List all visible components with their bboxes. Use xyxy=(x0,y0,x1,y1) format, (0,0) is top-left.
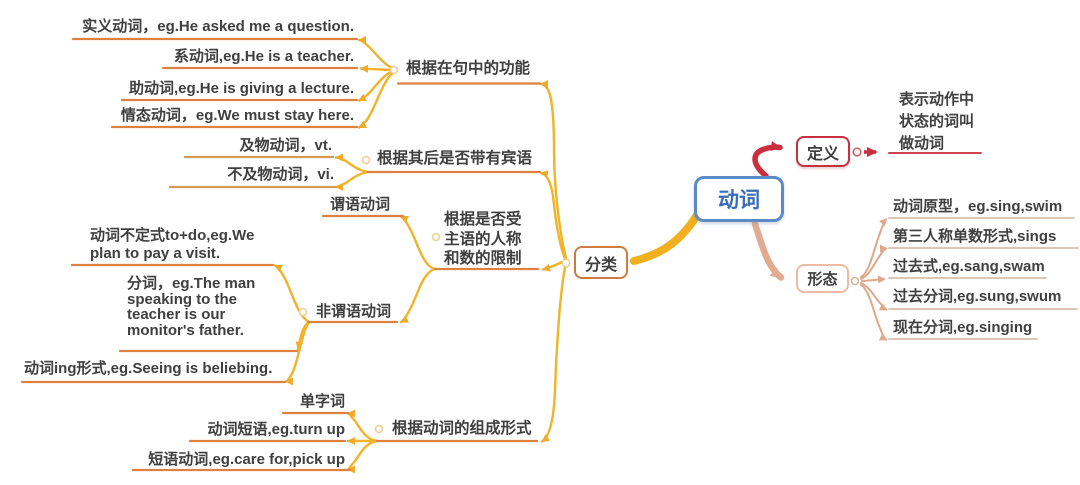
form-fork xyxy=(860,218,888,341)
handle-classification xyxy=(561,258,571,268)
item-ing-form[interactable]: 动词ing形式,eg.Seeing is beliebing. xyxy=(24,360,273,377)
branch-root-to-definition xyxy=(752,141,783,179)
item-notional-verb[interactable]: 实义动词，eg.He asked me a question. xyxy=(82,18,354,35)
handle-by-subject xyxy=(431,232,441,242)
handle-non-predicate xyxy=(298,307,308,317)
branch-root-to-form xyxy=(751,220,785,281)
item-non-predicate-verb[interactable]: 非谓语动词 xyxy=(316,303,392,320)
definition-label: 定义 xyxy=(806,145,839,163)
definition-desc[interactable]: 表示动作中 状态的词叫 做动词 xyxy=(899,91,975,152)
handle-by-function xyxy=(389,65,399,75)
handle-by-composition xyxy=(374,424,384,434)
form-underlines xyxy=(888,217,1079,340)
item-modal-verb[interactable]: 情态动词，eg.We must stay here. xyxy=(120,107,354,124)
topic-form[interactable]: 形态 xyxy=(796,264,849,293)
item-auxiliary-verb[interactable]: 助动词,eg.He is giving a lecture. xyxy=(128,80,354,97)
by-subject-fork xyxy=(399,215,437,324)
branch-by-function-label[interactable]: 根据在句中的功能 xyxy=(406,60,531,77)
branch-by-composition-label[interactable]: 根据动词的组成形式 xyxy=(392,420,532,437)
item-verb-phrase[interactable]: 动词短语,eg.turn up xyxy=(207,421,346,438)
item-predicate-verb[interactable]: 谓语动词 xyxy=(330,196,391,213)
definition-child-connector xyxy=(864,147,982,157)
branch-by-object-label[interactable]: 根据其后是否带有宾语 xyxy=(377,150,533,167)
form-item-past[interactable]: 过去式,eg.sang,swam xyxy=(893,258,1045,275)
item-single-word[interactable]: 单字词 xyxy=(299,393,345,410)
root-topic-label: 动词 xyxy=(718,189,760,212)
form-item-past-participle[interactable]: 过去分词,eg.sung,swum xyxy=(893,288,1062,305)
classification-label: 分类 xyxy=(584,256,617,274)
handle-definition xyxy=(852,147,862,157)
branch-by-subject-label[interactable]: 根据是否受 主语的人称 和数的限制 xyxy=(444,211,522,267)
collapse-handles[interactable] xyxy=(298,65,862,434)
vt-vi-underlines xyxy=(168,155,337,189)
handle-by-object xyxy=(361,155,371,165)
branch-root-to-classification xyxy=(630,208,703,265)
topic-classification[interactable]: 分类 xyxy=(574,246,628,279)
form-item-present-participle[interactable]: 现在分词,eg.singing xyxy=(893,319,1033,336)
by-object-fork xyxy=(334,153,370,191)
by-composition-fork xyxy=(346,409,379,474)
handle-form xyxy=(850,276,860,286)
form-item-base[interactable]: 动词原型，eg.sing,swim xyxy=(893,198,1063,215)
form-label: 形态 xyxy=(807,271,838,288)
item-participle[interactable]: 分词，eg.The man speaking to the teacher is… xyxy=(127,275,256,339)
root-topic-verb[interactable]: 动词 xyxy=(694,176,784,222)
form-item-third-person[interactable]: 第三人称单数形式,sings xyxy=(893,228,1057,245)
non-predicate-fork xyxy=(273,264,311,386)
topic-underlines xyxy=(20,37,542,472)
by-function-fork xyxy=(357,36,394,129)
item-linking-verb[interactable]: 系动词,eg.He is a teacher. xyxy=(173,48,354,65)
item-infinitive[interactable]: 动词不定式to+do,eg.We plan to pay a visit. xyxy=(90,227,255,262)
item-phrasal-verb[interactable]: 短语动词,eg.care for,pick up xyxy=(148,451,345,468)
item-transitive-verb[interactable]: 及物动词，vt. xyxy=(239,137,332,154)
classification-spine xyxy=(539,80,568,443)
item-intransitive-verb[interactable]: 不及物动词，vi. xyxy=(227,166,334,183)
topic-definition[interactable]: 定义 xyxy=(796,136,850,167)
